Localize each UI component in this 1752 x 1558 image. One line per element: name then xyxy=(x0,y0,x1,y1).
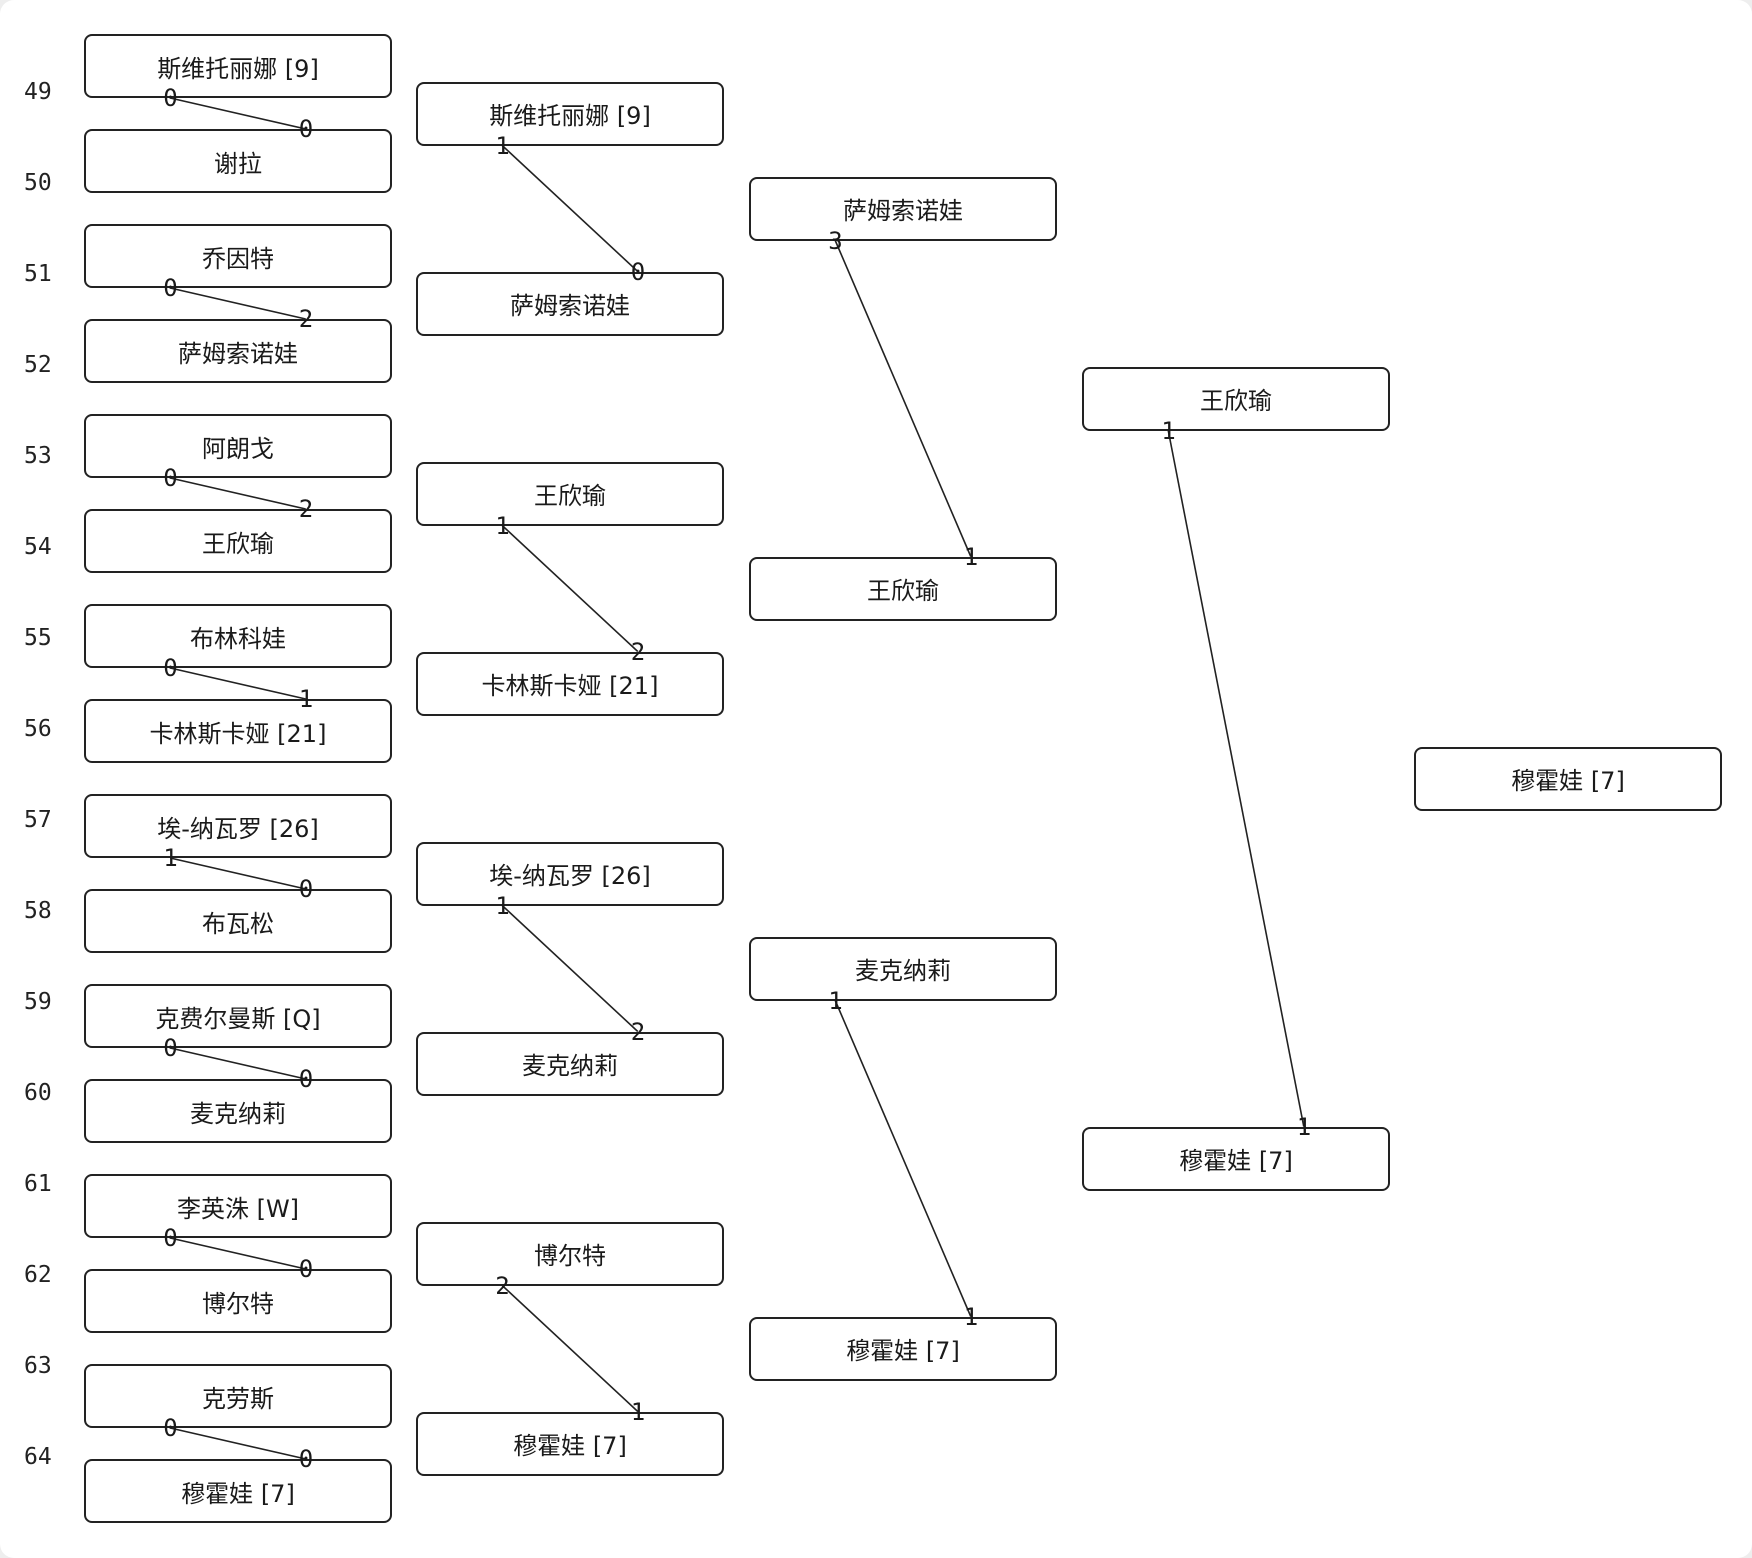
connector-line xyxy=(501,1284,639,1413)
connector-line xyxy=(170,97,306,130)
connector-line xyxy=(501,524,639,653)
connector-line xyxy=(501,904,639,1033)
seed-number: 54 xyxy=(24,534,52,560)
player-box-r1-13: 李英洙 [W] xyxy=(84,1174,392,1238)
match-score: 0 xyxy=(163,1034,178,1062)
player-box-r4-2: 穆霍娃 [7] xyxy=(1082,1126,1390,1191)
player-box-r3-1: 萨姆索诺娃 xyxy=(749,176,1057,241)
player-box-r1-16: 穆霍娃 [7] xyxy=(84,1459,392,1523)
player-box-r3-3: 麦克纳莉 xyxy=(749,936,1057,1001)
match-score: 1 xyxy=(1161,416,1176,445)
player-box-r1-2: 谢拉 xyxy=(84,129,392,193)
match-score: 0 xyxy=(163,464,178,492)
player-box-r2-7: 博尔特 xyxy=(416,1221,724,1286)
player-box-r1-15: 克劳斯 xyxy=(84,1364,392,1428)
player-box-r1-8: 卡林斯卡娅 [21] xyxy=(84,699,392,763)
player-box-r3-4: 穆霍娃 [7] xyxy=(749,1316,1057,1381)
seed-number: 55 xyxy=(24,625,52,651)
match-score: 2 xyxy=(298,495,314,523)
player-box-r1-1: 斯维托丽娜 [9] xyxy=(84,34,392,98)
seed-number: 57 xyxy=(24,807,52,833)
match-score: 2 xyxy=(495,1271,510,1300)
match-score: 0 xyxy=(163,84,178,112)
player-box-r3-2: 王欣瑜 xyxy=(749,556,1057,621)
seed-number: 61 xyxy=(24,1171,52,1197)
match-score: 0 xyxy=(163,654,178,682)
seed-number: 59 xyxy=(24,989,52,1015)
player-box-r2-6: 麦克纳莉 xyxy=(416,1031,724,1096)
match-score: 0 xyxy=(298,1065,314,1093)
match-score: 3 xyxy=(828,226,843,255)
seed-number: 56 xyxy=(24,716,52,742)
player-box-r1-10: 布瓦松 xyxy=(84,889,392,953)
match-score: 1 xyxy=(828,986,843,1015)
player-box-r1-3: 乔因特 xyxy=(84,224,392,288)
player-box-r2-2: 萨姆索诺娃 xyxy=(416,271,724,336)
player-box-r4-1: 王欣瑜 xyxy=(1082,366,1390,431)
player-box-r1-4: 萨姆索诺娃 xyxy=(84,319,392,383)
connector-line xyxy=(170,1047,306,1080)
seed-number: 63 xyxy=(24,1353,52,1379)
connector-line xyxy=(170,477,306,510)
seed-number: 64 xyxy=(24,1444,52,1470)
connector-line xyxy=(834,1000,972,1317)
match-score: 0 xyxy=(298,115,314,143)
player-box-r1-11: 克费尔曼斯 [Q] xyxy=(84,984,392,1048)
seed-number: 50 xyxy=(24,170,52,196)
player-box-r1-7: 布林科娃 xyxy=(84,604,392,668)
connector-line xyxy=(1167,430,1305,1127)
connector-line xyxy=(170,667,306,700)
player-box-r5-1: 穆霍娃 [7] xyxy=(1414,746,1722,811)
match-score: 1 xyxy=(963,542,979,571)
player-box-r2-1: 斯维托丽娜 [9] xyxy=(416,81,724,146)
player-box-r2-4: 卡林斯卡娅 [21] xyxy=(416,651,724,716)
match-score: 1 xyxy=(1296,1112,1312,1141)
seed-number: 53 xyxy=(24,443,52,469)
match-score: 1 xyxy=(163,844,178,872)
seed-number: 51 xyxy=(24,261,52,287)
match-score: 1 xyxy=(298,685,314,713)
connector-line xyxy=(170,857,306,890)
connector-line xyxy=(170,287,306,320)
player-box-r2-3: 王欣瑜 xyxy=(416,461,724,526)
seed-number: 58 xyxy=(24,898,52,924)
connector-line xyxy=(501,144,639,273)
seed-number: 62 xyxy=(24,1262,52,1288)
seed-number: 52 xyxy=(24,352,52,378)
player-box-r2-5: 埃-纳瓦罗 [26] xyxy=(416,841,724,906)
match-score: 1 xyxy=(495,511,510,540)
match-score: 0 xyxy=(630,257,646,286)
match-score: 2 xyxy=(630,1017,646,1046)
player-box-r1-12: 麦克纳莉 xyxy=(84,1079,392,1143)
match-score: 1 xyxy=(495,891,510,920)
match-score: 1 xyxy=(963,1302,979,1331)
connector-line xyxy=(170,1237,306,1270)
match-score: 0 xyxy=(163,1224,178,1252)
player-box-r1-6: 王欣瑜 xyxy=(84,509,392,573)
seed-number: 60 xyxy=(24,1080,52,1106)
match-score: 1 xyxy=(495,131,510,160)
seed-number: 49 xyxy=(24,79,52,105)
connector-line xyxy=(834,240,972,557)
match-score: 0 xyxy=(298,1445,314,1473)
match-score: 1 xyxy=(630,1397,646,1426)
match-score: 0 xyxy=(298,875,314,903)
match-score: 0 xyxy=(298,1255,314,1283)
player-box-r1-5: 阿朗戈 xyxy=(84,414,392,478)
match-score: 0 xyxy=(163,1414,178,1442)
match-score: 2 xyxy=(630,637,646,666)
player-box-r1-14: 博尔特 xyxy=(84,1269,392,1333)
player-box-r1-9: 埃-纳瓦罗 [26] xyxy=(84,794,392,858)
match-score: 0 xyxy=(163,274,178,302)
connector-line xyxy=(170,1427,306,1460)
player-box-r2-8: 穆霍娃 [7] xyxy=(416,1411,724,1476)
match-score: 2 xyxy=(298,305,314,333)
